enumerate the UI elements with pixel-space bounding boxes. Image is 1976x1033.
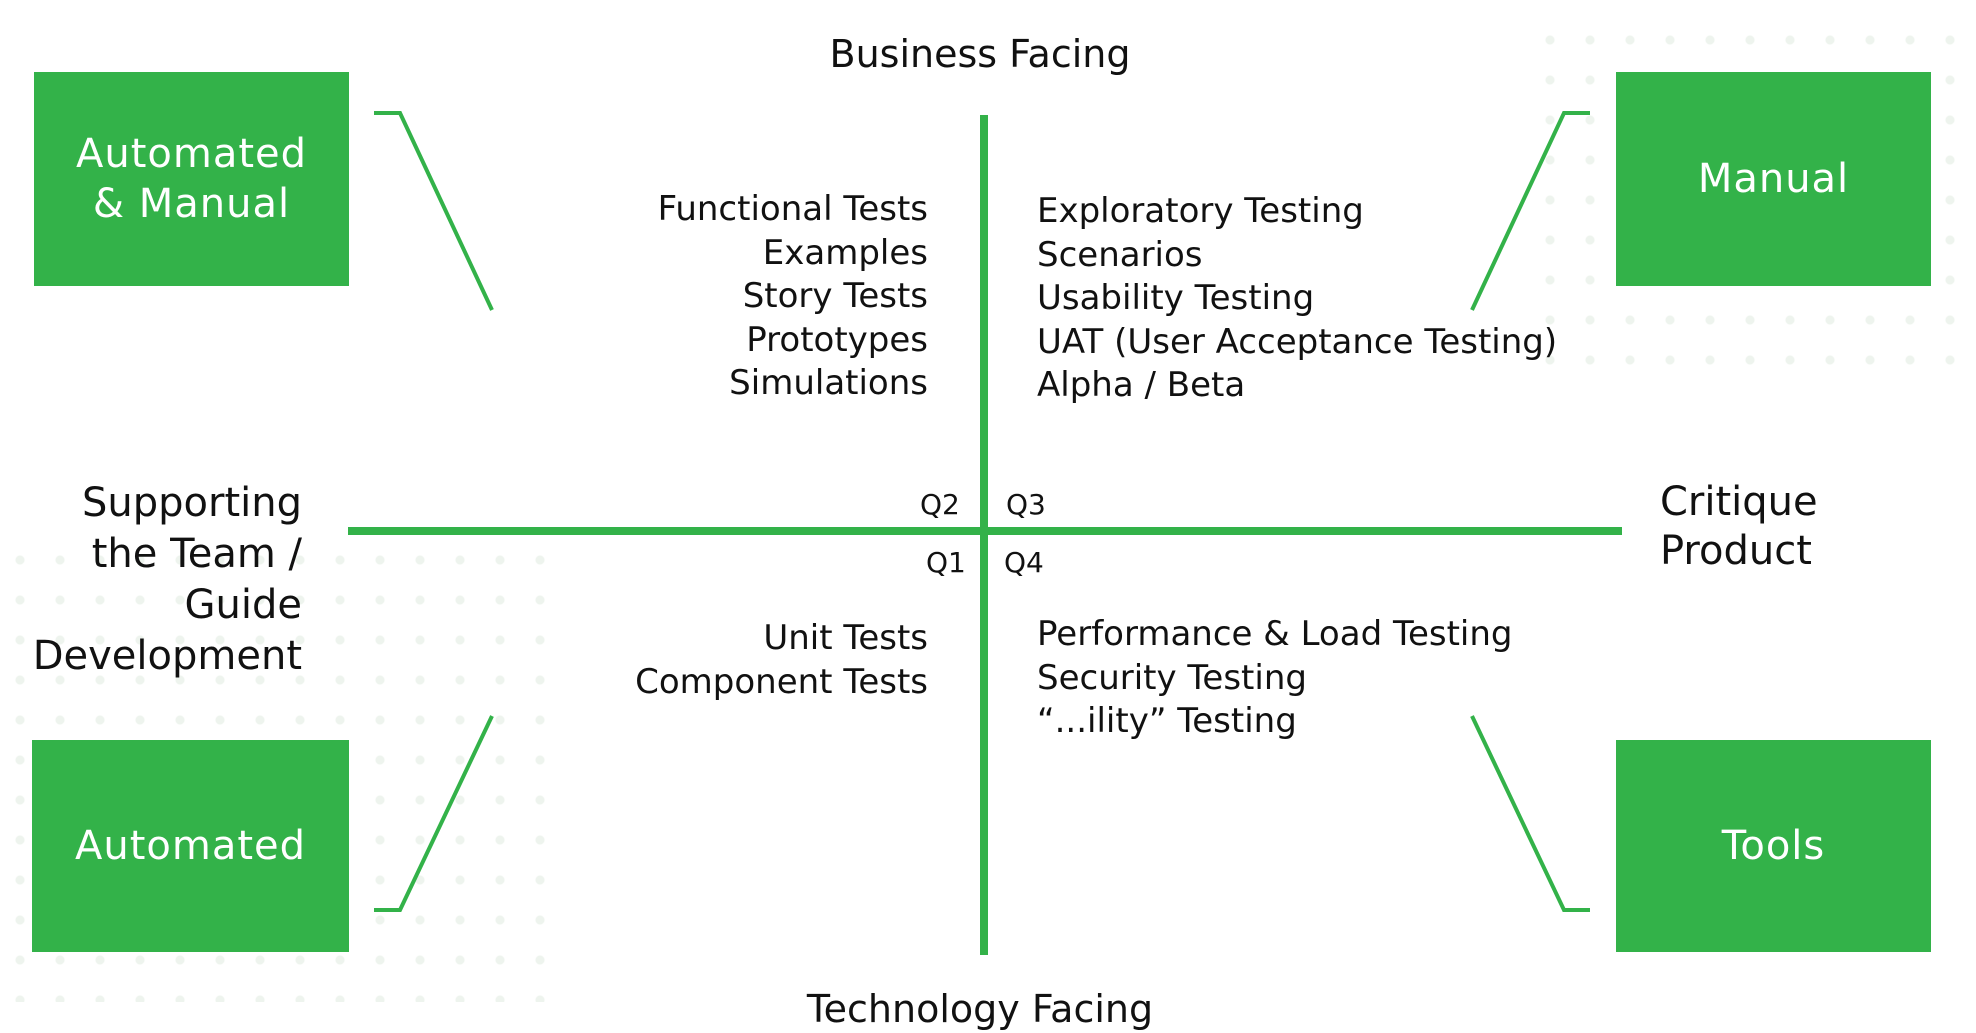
horizontal-axis <box>348 527 1622 535</box>
bracket-lines <box>374 111 1590 912</box>
box-automated-manual: Automated & Manual <box>34 72 349 286</box>
q2-item: Examples <box>762 232 928 273</box>
q3-item: Scenarios <box>1037 234 1203 275</box>
q2-item: Simulations <box>729 363 928 403</box>
quadrant-label-q2: Q2 <box>920 488 960 521</box>
q4-item: Security Testing <box>1037 657 1307 698</box>
right-axis-label: Critique Product <box>1660 479 1818 574</box>
q1-item-list: Unit Tests Component Tests <box>635 617 928 704</box>
left-axis-label: Supporting the Team / Guide Development <box>32 480 302 679</box>
q3-item: Alpha / Beta <box>1037 365 1246 405</box>
bracket-top-right <box>1470 111 1590 311</box>
box-tools: Tools <box>1616 740 1931 952</box>
quadrant-label-q4: Q4 <box>1004 546 1044 579</box>
q3-item: Usability Testing <box>1037 278 1315 318</box>
q4-item-list: Performance & Load Testing Security Test… <box>1037 613 1513 744</box>
bracket-bottom-right <box>1470 715 1590 912</box>
q4-item: Performance & Load Testing <box>1037 614 1513 654</box>
q2-item: Story Tests <box>742 276 928 316</box>
q3-item: Exploratory Testing <box>1037 191 1364 231</box>
q2-item-list: Functional Tests Examples Story Tests Pr… <box>658 188 928 406</box>
q2-item: Functional Tests <box>657 189 928 229</box>
q1-item: Unit Tests <box>763 618 928 658</box>
q4-item: “...ility” Testing <box>1037 701 1297 741</box>
bottom-axis-label: Technology Facing <box>806 987 1154 1031</box>
q3-item: UAT (User Acceptance Testing) <box>1037 321 1558 362</box>
q1-item: Component Tests <box>635 661 928 702</box>
quadrant-label-q3: Q3 <box>1006 488 1046 521</box>
vertical-axis <box>980 115 988 955</box>
q2-item: Prototypes <box>746 319 928 360</box>
q3-item-list: Exploratory Testing Scenarios Usability … <box>1037 190 1557 408</box>
top-axis-label: Business Facing <box>829 32 1131 76</box>
quadrant-label-q1: Q1 <box>926 546 966 579</box>
bracket-bottom-left <box>374 715 494 912</box>
box-manual: Manual <box>1616 72 1931 286</box>
box-automated: Automated <box>32 740 349 952</box>
bracket-top-left <box>374 111 494 311</box>
